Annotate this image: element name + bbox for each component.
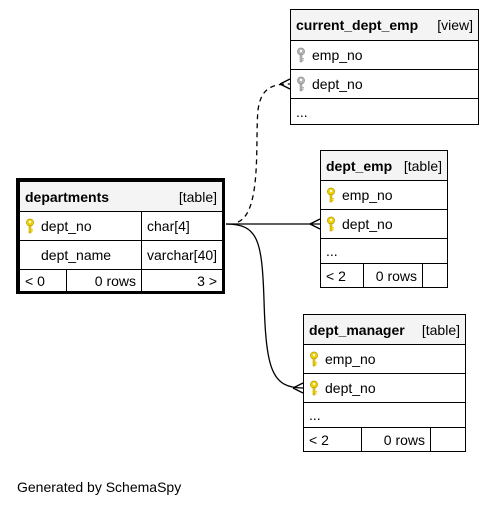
table-type: [view] xyxy=(437,17,473,33)
parents-count[interactable]: < 0 xyxy=(19,269,67,292)
children-count[interactable] xyxy=(430,427,466,452)
children-count[interactable] xyxy=(422,263,448,288)
table-header[interactable]: dept_manager [table] xyxy=(303,314,466,345)
table-name: dept_manager xyxy=(309,321,405,338)
table-name: departments xyxy=(25,188,110,205)
edge-current-dept-emp xyxy=(237,83,291,223)
column-dept-no[interactable]: dept_no xyxy=(19,211,142,241)
crowfoot-dept-manager xyxy=(292,382,304,394)
column-datatype: varchar[40] xyxy=(141,240,223,270)
crowfoot-dept-emp xyxy=(309,218,321,230)
table-type: [table] xyxy=(403,157,442,174)
column-name: dept_no xyxy=(312,76,363,92)
more-columns[interactable]: ... xyxy=(303,402,466,428)
column-dept-no[interactable]: dept_no xyxy=(320,209,448,239)
generated-by-footer[interactable]: Generated by SchemaSpy xyxy=(17,479,182,495)
column-name: emp_no xyxy=(312,47,363,63)
foreign-key-icon xyxy=(296,76,306,92)
table-name: current_dept_emp xyxy=(296,17,419,33)
column-name: dept_no xyxy=(41,218,92,234)
column-dept-no[interactable]: dept_no xyxy=(290,69,479,99)
column-emp-no[interactable]: emp_no xyxy=(320,180,448,210)
table-departments[interactable]: departments [table] dept_no char[4] dept… xyxy=(16,178,225,294)
column-name: dept_no xyxy=(325,380,376,396)
column-emp-no[interactable]: emp_no xyxy=(303,344,466,374)
children-count[interactable]: 3 > xyxy=(141,269,223,292)
primary-key-icon xyxy=(326,216,336,232)
parents-count[interactable]: < 2 xyxy=(303,427,362,452)
table-dept-manager[interactable]: dept_manager [table] emp_no dept_no ... … xyxy=(303,314,466,452)
column-name: emp_no xyxy=(325,351,376,367)
column-name: dept_no xyxy=(342,216,393,232)
primary-key-icon xyxy=(326,187,336,203)
column-dept-no[interactable]: dept_no xyxy=(303,373,466,403)
crowfoot-current-dept-emp xyxy=(279,78,291,90)
table-type: [table] xyxy=(178,188,217,205)
table-header[interactable]: departments [table] xyxy=(19,181,223,212)
primary-key-icon xyxy=(25,218,35,234)
parents-count[interactable]: < 2 xyxy=(320,263,364,288)
edge-dept-manager xyxy=(225,223,304,389)
table-header[interactable]: current_dept_emp [view] xyxy=(290,9,479,41)
row-count: 0 rows xyxy=(66,269,142,292)
column-datatype: char[4] xyxy=(141,211,223,241)
table-type: [table] xyxy=(421,321,460,338)
column-dept-name[interactable]: dept_name xyxy=(19,240,142,270)
row-count: 0 rows xyxy=(361,427,431,452)
more-columns[interactable]: ... xyxy=(320,238,448,264)
foreign-key-icon xyxy=(296,47,306,63)
table-header[interactable]: dept_emp [table] xyxy=(320,150,448,181)
primary-key-icon xyxy=(309,351,319,367)
table-name: dept_emp xyxy=(326,157,393,174)
table-dept-emp[interactable]: dept_emp [table] emp_no dept_no ... < 2 … xyxy=(320,150,448,288)
column-emp-no[interactable]: emp_no xyxy=(290,40,479,70)
table-current-dept-emp[interactable]: current_dept_emp [view] emp_no dept_no .… xyxy=(290,9,479,125)
more-columns[interactable]: ... xyxy=(290,98,479,125)
column-name: emp_no xyxy=(342,187,393,203)
primary-key-icon xyxy=(309,380,319,396)
column-name: dept_name xyxy=(41,247,112,263)
row-count: 0 rows xyxy=(363,263,423,288)
